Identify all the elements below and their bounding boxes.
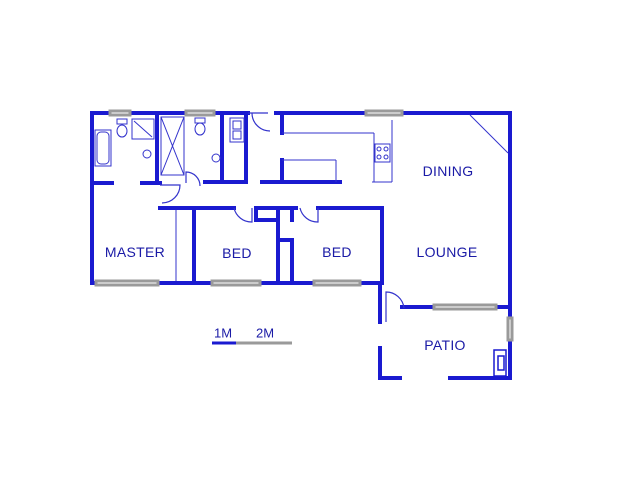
room-label-master: MASTER — [104, 244, 166, 260]
room-label-bed-1: BED — [222, 245, 252, 261]
scale-label-1m: 1M — [213, 325, 233, 341]
room-label-lounge: LOUNGE — [416, 244, 478, 260]
toilet-icon — [194, 117, 221, 163]
scale-label-2m: 2M — [255, 325, 275, 341]
basin-icon — [131, 118, 155, 159]
toilet-icon — [116, 118, 128, 138]
bathtub-icon — [94, 129, 112, 167]
doors — [160, 112, 405, 322]
sink-icon — [229, 117, 245, 143]
stove-icon — [374, 143, 391, 163]
room-label-dining: DINING — [422, 163, 474, 179]
cabinetry — [175, 114, 509, 281]
windows — [94, 109, 514, 342]
room-label-bed-2: BED — [322, 244, 352, 260]
shower-icon — [160, 116, 185, 176]
room-label-patio: PATIO — [424, 337, 466, 353]
fireplace-icon — [493, 349, 507, 377]
